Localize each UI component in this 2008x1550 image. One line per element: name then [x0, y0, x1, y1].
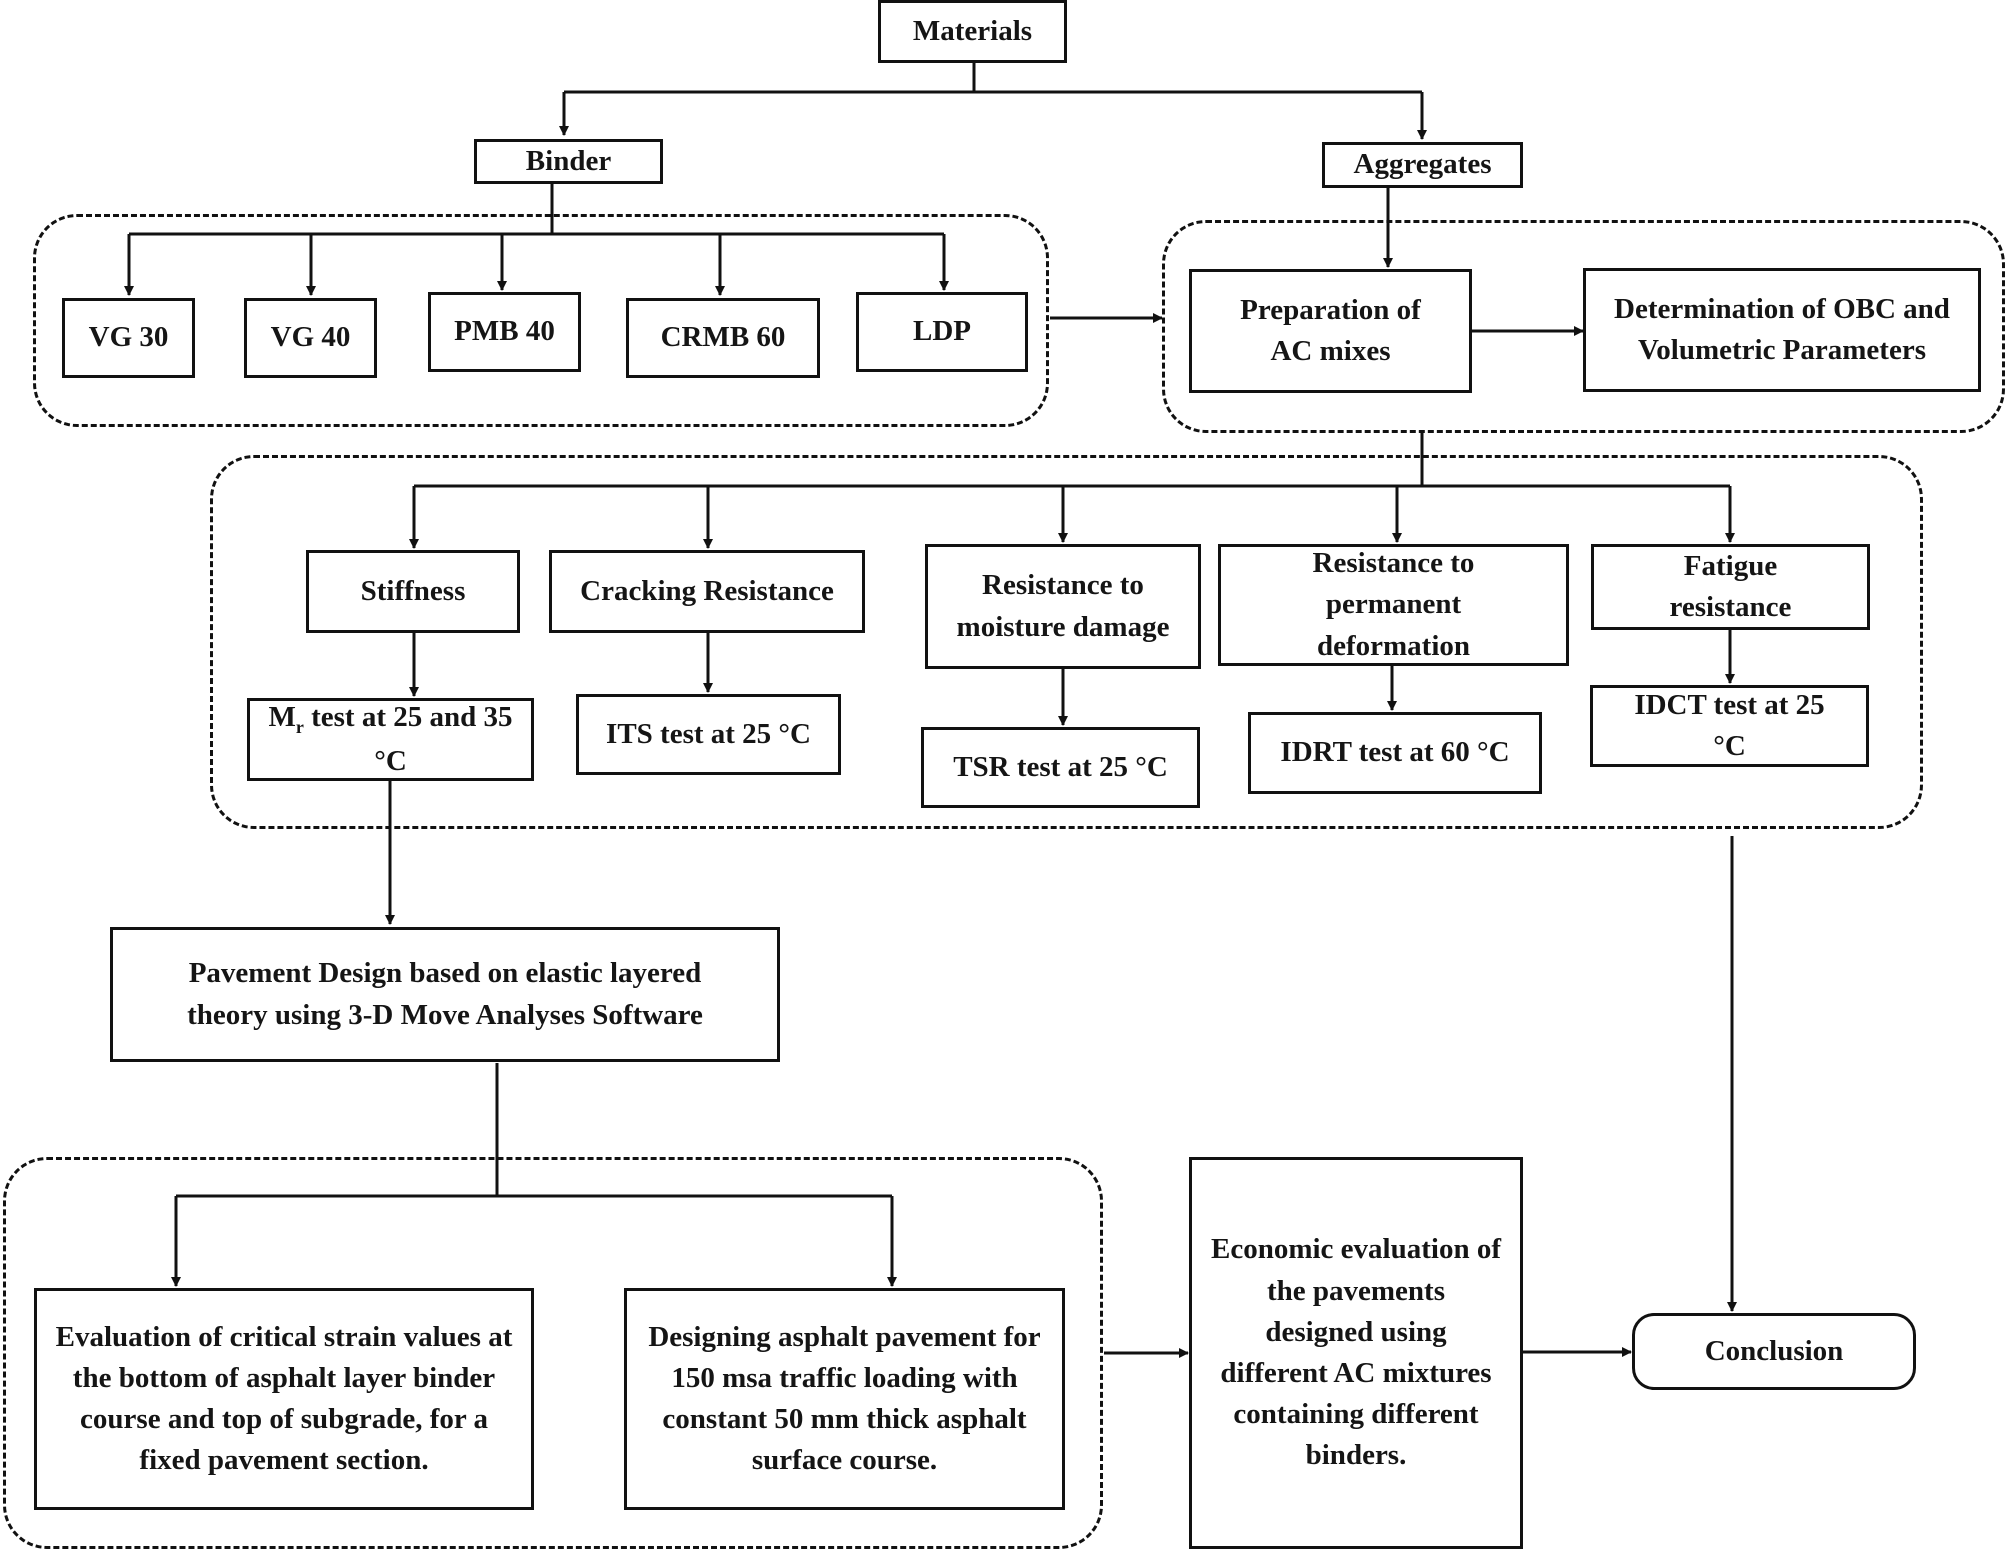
mr-test-text: test at 25 and 35 °C: [303, 701, 513, 777]
mix-to-tests-connector: [414, 433, 1730, 488]
preparation-box: Preparation of AC mixes: [1189, 269, 1472, 393]
binder-label: Binder: [525, 144, 612, 177]
materials-box: Materials: [878, 0, 1067, 63]
mr-test-label: Mr test at 25 and 35 °C: [258, 697, 523, 782]
aggregates-label: Aggregates: [1353, 148, 1492, 181]
pavement-design-box: Pavement Design based on elastic layered…: [110, 927, 780, 1062]
ldp-box: LDP: [856, 292, 1028, 372]
tsr-test-label: TSR test at 25 °C: [953, 750, 1168, 783]
designing-box: Designing asphalt pavement for 150 msa t…: [624, 1288, 1065, 1510]
binder-box: Binder: [474, 139, 663, 184]
idrt-test-box: IDRT test at 60 °C: [1248, 712, 1542, 794]
determination-label: Determination of OBC and Volumetric Para…: [1614, 292, 1950, 366]
mix-design-group: [1162, 220, 2005, 433]
vg40-label: VG 40: [270, 321, 351, 354]
binder-types-group: [33, 214, 1049, 427]
cracking-box: Cracking Resistance: [549, 550, 865, 633]
materials-label: Materials: [912, 14, 1033, 47]
vg30-box: VG 30: [62, 298, 195, 378]
its-test-label: ITS test at 25 °C: [606, 717, 811, 750]
vg40-box: VG 40: [244, 298, 377, 378]
evaluation-box: Evaluation of critical strain values at …: [34, 1288, 534, 1510]
crmb60-box: CRMB 60: [626, 298, 820, 378]
ldp-label: LDP: [913, 315, 971, 348]
cracking-label: Cracking Resistance: [580, 574, 834, 607]
conclusion-label: Conclusion: [1704, 1334, 1844, 1367]
binder-connector: [129, 183, 944, 236]
tsr-test-box: TSR test at 25 °C: [921, 727, 1200, 808]
mr-test-box: Mr test at 25 and 35 °C: [247, 698, 534, 781]
mr-test-symbol: M: [268, 701, 296, 734]
stiffness-label: Stiffness: [360, 574, 466, 607]
evaluation-label: Evaluation of critical strain values at …: [55, 1320, 513, 1477]
idct-test-box: IDCT test at 25 °C: [1590, 685, 1869, 767]
crmb60-label: CRMB 60: [660, 321, 786, 354]
preparation-label: Preparation of AC mixes: [1240, 293, 1421, 367]
fatigue-box: Fatigue resistance: [1591, 544, 1870, 630]
materials-connector: [564, 62, 1422, 94]
moisture-label: Resistance to moisture damage: [956, 569, 1170, 643]
economic-label: Economic evaluation of the pavements des…: [1211, 1233, 1501, 1472]
aggregates-box: Aggregates: [1322, 142, 1523, 188]
performance-tests-group: [210, 455, 1923, 829]
designing-label: Designing asphalt pavement for 150 msa t…: [648, 1320, 1041, 1477]
pavement-analysis-group: [3, 1157, 1103, 1549]
pavement-design-connector: [176, 1063, 892, 1198]
idrt-test-label: IDRT test at 60 °C: [1280, 736, 1510, 769]
mr-test-subscript: r: [295, 717, 304, 738]
pmb40-label: PMB 40: [454, 315, 555, 348]
vg30-label: VG 30: [88, 321, 169, 354]
stiffness-box: Stiffness: [306, 550, 520, 633]
conclusion-box: Conclusion: [1632, 1313, 1916, 1390]
moisture-box: Resistance to moisture damage: [925, 544, 1201, 669]
idct-test-label: IDCT test at 25 °C: [1634, 688, 1825, 762]
pavement-design-label: Pavement Design based on elastic layered…: [187, 957, 703, 1031]
fatigue-label: Fatigue resistance: [1669, 549, 1792, 623]
permanent-box: Resistance to permanent deformation: [1218, 544, 1569, 666]
pmb40-box: PMB 40: [428, 292, 581, 372]
its-test-box: ITS test at 25 °C: [576, 694, 841, 775]
determination-box: Determination of OBC and Volumetric Para…: [1583, 268, 1981, 392]
permanent-label: Resistance to permanent deformation: [1312, 547, 1475, 662]
economic-box: Economic evaluation of the pavements des…: [1189, 1157, 1523, 1549]
